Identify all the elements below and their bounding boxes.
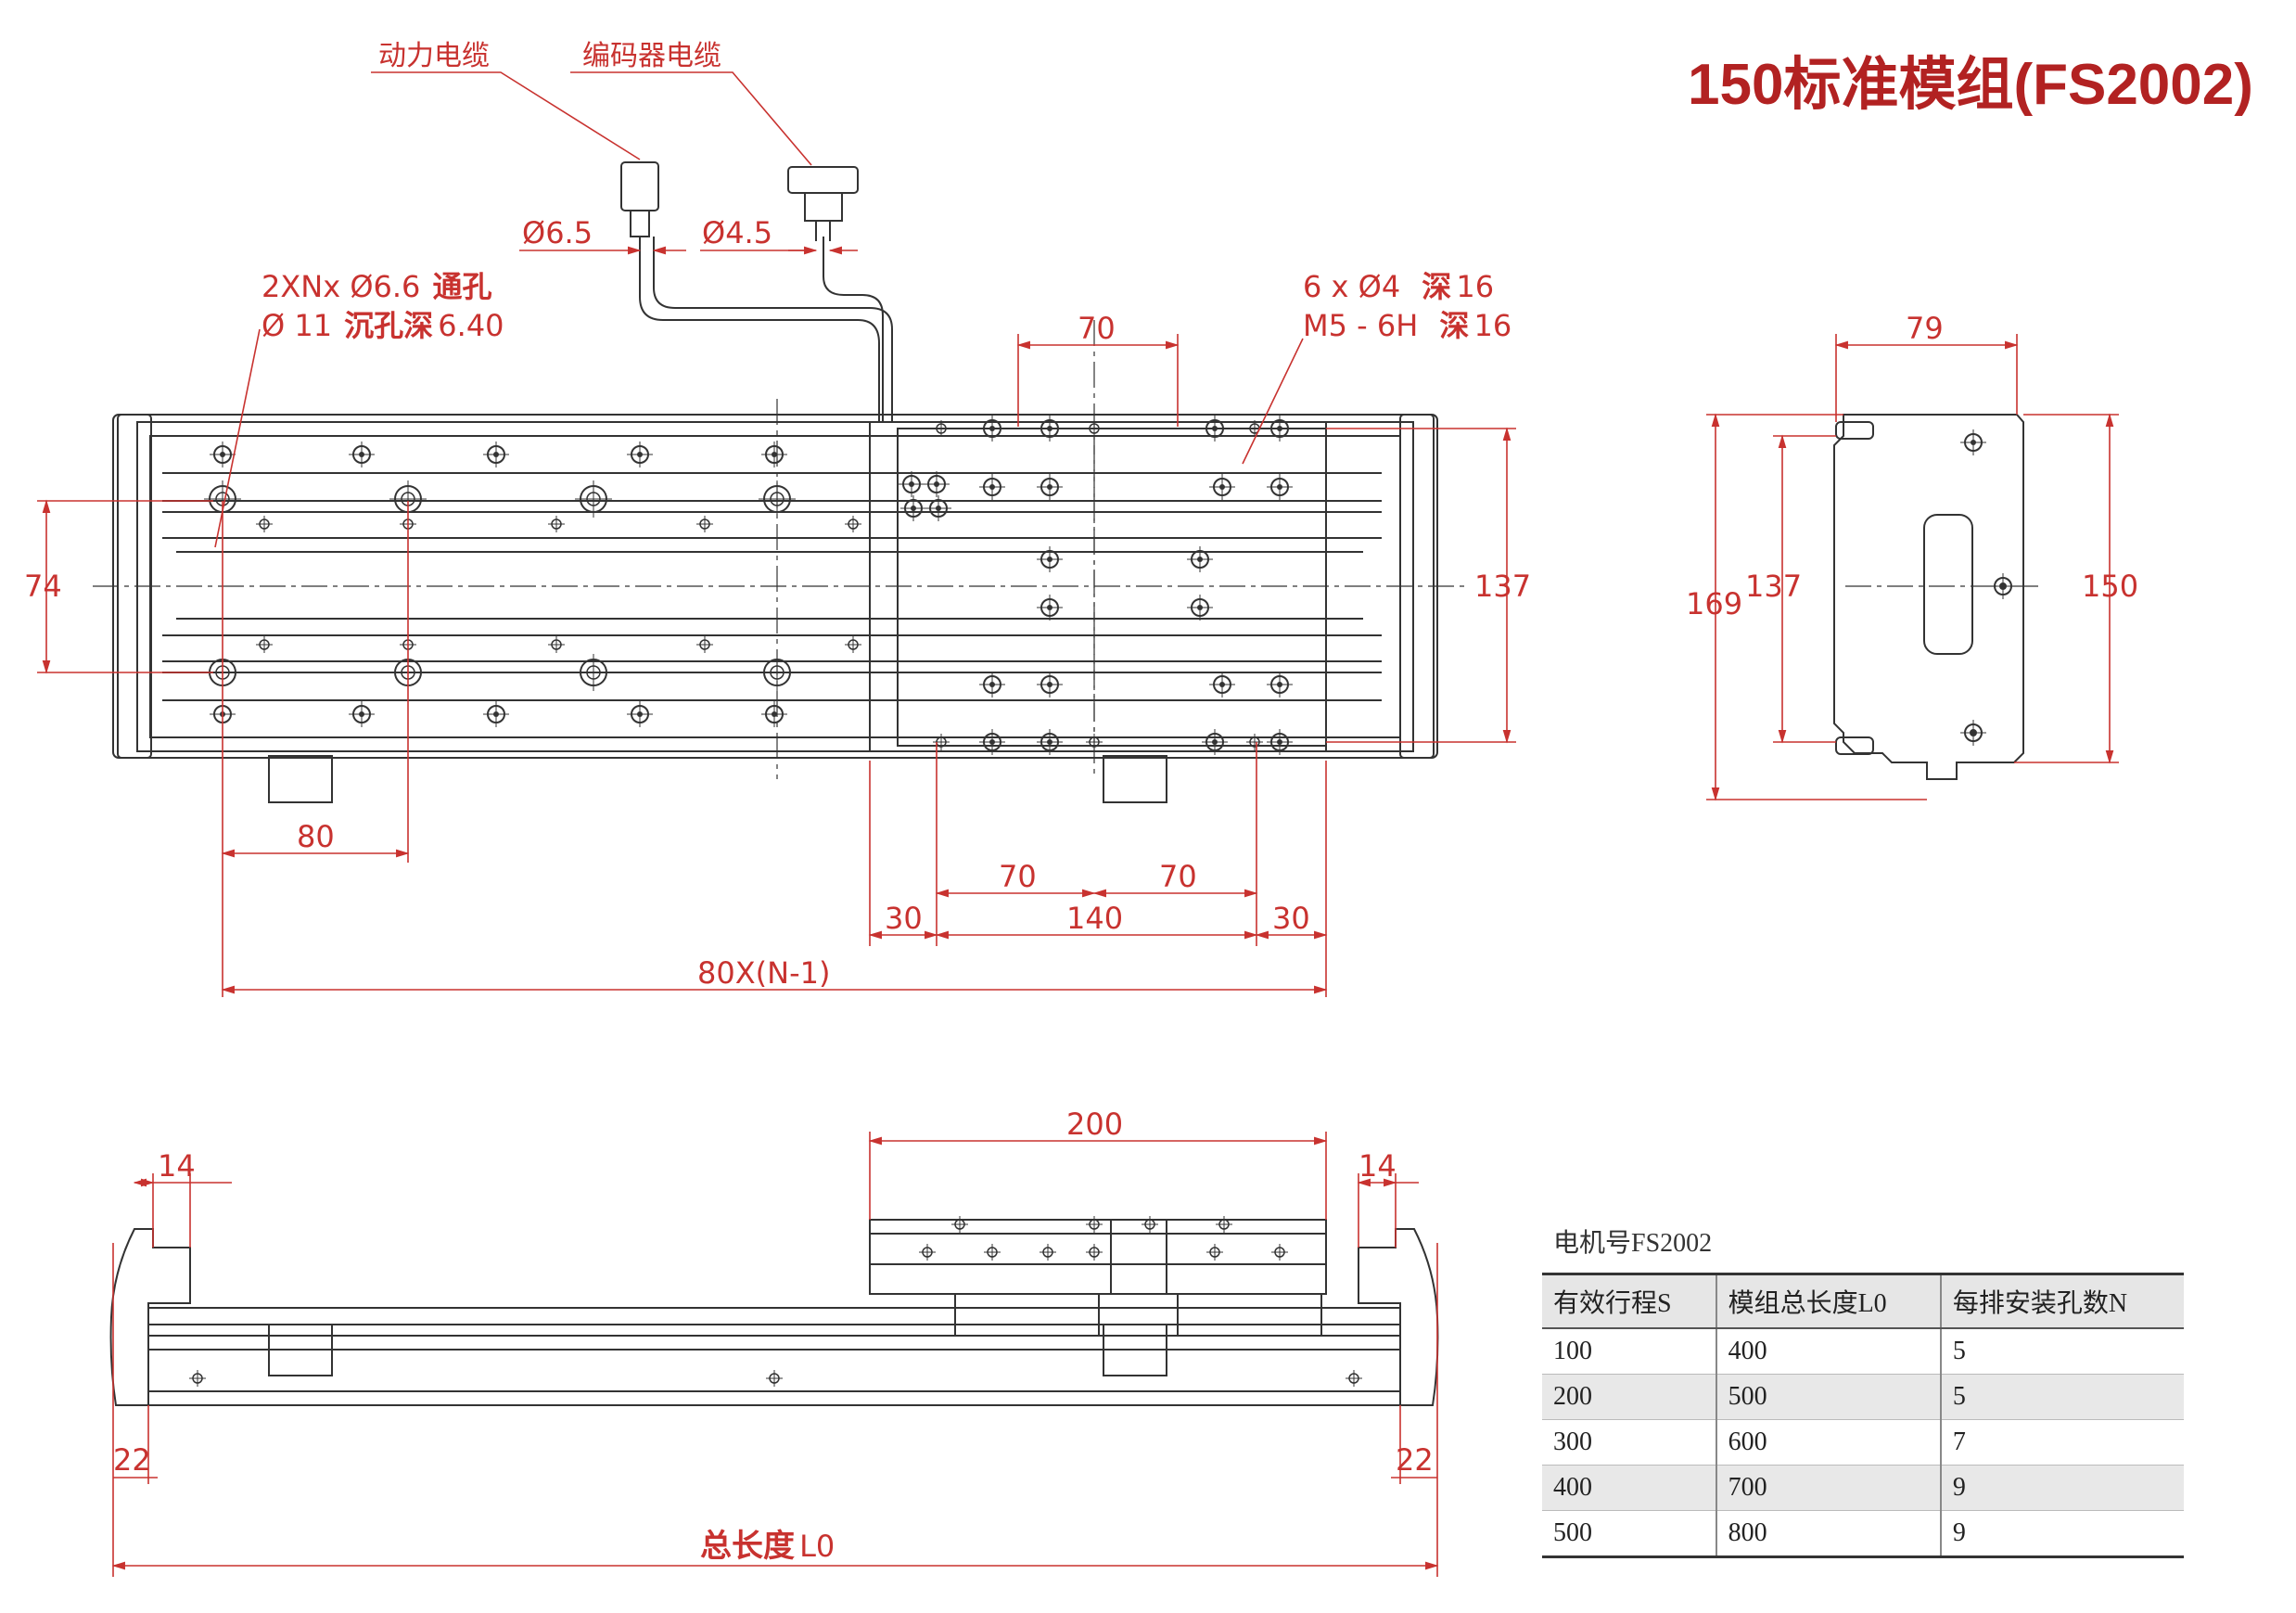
- dia-encoder-label: Ø4.5: [702, 215, 772, 250]
- dim-80n: 80X(N-1): [697, 955, 830, 991]
- spec-table-block: 电机号FS2002 有效行程S 模组总长度L0 每排安装孔数N 100 400 …: [1542, 1223, 2184, 1558]
- annotations: 动力电缆 编码器电缆 Ø6.5 Ø4.5 2XNx Ø6.6 通孔 Ø 11 沉…: [24, 40, 2138, 1565]
- dim-150: 150: [2082, 569, 2138, 604]
- end-view: [1833, 414, 2024, 780]
- dim-14-right: 14: [1358, 1148, 1397, 1184]
- table-row: 500 800 9: [1542, 1510, 2184, 1558]
- dim-200: 200: [1066, 1107, 1123, 1142]
- header-hole-count: 每排安装孔数N: [1939, 1273, 2184, 1329]
- table-row: 300 600 7: [1542, 1419, 2184, 1466]
- cell-holes: 9: [1939, 1465, 2184, 1511]
- dim-79: 79: [1906, 311, 1944, 346]
- cell-length: 400: [1715, 1328, 1941, 1375]
- table-row: 100 400 5: [1542, 1328, 2184, 1375]
- cell-stroke: 400: [1542, 1465, 1716, 1511]
- rail-holes: [203, 441, 862, 728]
- through-hole-note: 2XNx Ø6.6 通孔: [261, 269, 492, 304]
- header-total-length: 模组总长度L0: [1715, 1273, 1941, 1329]
- dim-22-left: 22: [113, 1442, 151, 1478]
- spec-table: 有效行程S 模组总长度L0 每排安装孔数N 100 400 5 200 500 …: [1542, 1273, 2184, 1558]
- cell-holes: 5: [1939, 1374, 2184, 1420]
- dim-30-left: 30: [885, 901, 923, 936]
- cell-length: 700: [1715, 1465, 1941, 1511]
- table-row: 400 700 9: [1542, 1465, 2184, 1511]
- cell-holes: 5: [1939, 1328, 2184, 1375]
- dim-70-top: 70: [1078, 311, 1116, 346]
- dim-74: 74: [24, 569, 62, 604]
- counterbore-note: Ø 11 沉孔深 6.40: [261, 308, 504, 343]
- cell-stroke: 300: [1542, 1419, 1716, 1466]
- dimension-lines: [37, 71, 2119, 1577]
- cell-holes: 9: [1939, 1510, 2184, 1558]
- slider-hole-note: 6 x Ø4 深 16: [1303, 269, 1494, 304]
- dim-137: 137: [1474, 569, 1531, 604]
- cell-holes: 7: [1939, 1419, 2184, 1466]
- thread-note: M5 - 6H 深 16: [1303, 308, 1512, 343]
- header-stroke: 有效行程S: [1542, 1273, 1716, 1329]
- dim-30-right: 30: [1272, 901, 1310, 936]
- cell-length: 800: [1715, 1510, 1941, 1558]
- center-lines: [93, 320, 2040, 779]
- cell-stroke: 200: [1542, 1374, 1716, 1420]
- front-view: [109, 1215, 1439, 1406]
- table-row: 200 500 5: [1542, 1374, 2184, 1420]
- dim-70-right: 70: [1159, 859, 1197, 894]
- cell-stroke: 500: [1542, 1510, 1716, 1558]
- dim-140: 140: [1066, 901, 1123, 936]
- motor-model-caption: 电机号FS2002: [1553, 1229, 1713, 1258]
- dim-14-left: 14: [158, 1148, 196, 1184]
- encoder-cable-label: 编码器电缆: [582, 40, 721, 72]
- drawing-title: 150标准模组(FS2002): [1688, 53, 2253, 117]
- power-cable-label: 动力电缆: [378, 40, 490, 72]
- dia-power-label: Ø6.5: [522, 215, 593, 250]
- table-header-row: 有效行程S 模组总长度L0 每排安装孔数N: [1542, 1273, 2184, 1329]
- dim-70-left: 70: [999, 859, 1037, 894]
- dim-169: 169: [1686, 586, 1742, 621]
- total-length-label: 总长度 L0: [700, 1528, 835, 1565]
- dim-137-side: 137: [1745, 569, 1802, 604]
- dim-80: 80: [297, 819, 335, 854]
- dim-22-right: 22: [1396, 1442, 1434, 1478]
- cell-length: 500: [1715, 1374, 1941, 1420]
- cell-stroke: 100: [1542, 1328, 1716, 1375]
- cell-length: 600: [1715, 1419, 1941, 1466]
- slider-holes: [898, 415, 1294, 756]
